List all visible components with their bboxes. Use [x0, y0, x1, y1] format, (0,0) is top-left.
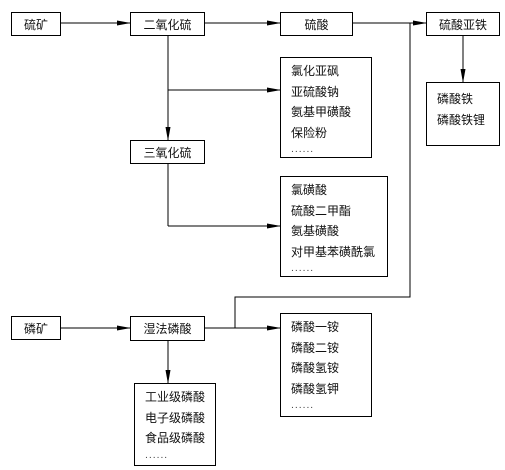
list-item: 食品级磷酸: [145, 431, 206, 445]
list-item: 氨基甲磺酸: [291, 105, 352, 119]
node-label: 湿法磷酸: [143, 322, 192, 336]
node-label: 磷矿: [23, 321, 48, 336]
list-item: 磷酸铁锂: [437, 112, 486, 127]
list-item: 磷酸氢钾: [291, 381, 340, 396]
node-label: 二氧化硫: [143, 17, 192, 32]
list-item: 硫酸二甲酯: [291, 203, 352, 218]
list-phosphate-products: 磷酸一铵 磷酸二铵 磷酸氢铵 磷酸氢钾 ......: [280, 313, 372, 417]
list-item: 氨基磺酸: [291, 224, 340, 238]
list-item: 工业级磷酸: [145, 390, 206, 404]
list-iron-products: 磷酸铁 磷酸铁锂: [426, 82, 500, 146]
node-label: 硫酸: [304, 17, 329, 32]
list-item: 磷酸一铵: [291, 320, 340, 334]
list-so3-products: 氯磺酸 硫酸二甲酯 氨基磺酸 对甲基苯磺酰氯 ......: [280, 176, 388, 277]
list-item: 对甲基苯磺酰氯: [291, 244, 376, 259]
node-sulfuric-acid: 硫酸: [280, 12, 353, 36]
node-sulfur-trioxide: 三氧化硫: [130, 140, 205, 164]
list-item: 磷酸铁: [437, 92, 474, 106]
list-item: 电子级磷酸: [145, 410, 206, 425]
node-sulfur-ore: 硫矿: [11, 12, 61, 36]
list-ellipsis: ......: [145, 450, 169, 461]
connector-wet-to-fe: [234, 23, 411, 328]
list-item: 氯磺酸: [291, 183, 328, 197]
list-ellipsis: ......: [291, 264, 315, 274]
list-item: 亚硫酸钠: [291, 84, 340, 99]
node-label: 硫矿: [23, 17, 48, 32]
list-item: 磷酸氢铵: [291, 361, 340, 375]
node-wet-phosphoric-acid: 湿法磷酸: [130, 316, 205, 341]
node-label: 硫酸亚铁: [438, 17, 487, 32]
list-item: 保险粉: [291, 125, 328, 140]
node-ferrous-sulfate: 硫酸亚铁: [426, 12, 500, 36]
node-phosphate-ore: 磷矿: [11, 316, 61, 340]
list-item: 氯化亚砜: [291, 64, 340, 78]
list-ellipsis: ......: [291, 145, 315, 155]
list-acid-grades: 工业级磷酸 电子级磷酸 食品级磷酸 ......: [134, 383, 216, 466]
list-ellipsis: ......: [291, 401, 315, 411]
node-sulfur-dioxide: 二氧化硫: [130, 12, 205, 36]
list-so2-products: 氯化亚砜 亚硫酸钠 氨基甲磺酸 保险粉 ......: [280, 57, 372, 158]
node-label: 三氧化硫: [143, 145, 192, 160]
list-item: 磷酸二铵: [291, 340, 340, 355]
